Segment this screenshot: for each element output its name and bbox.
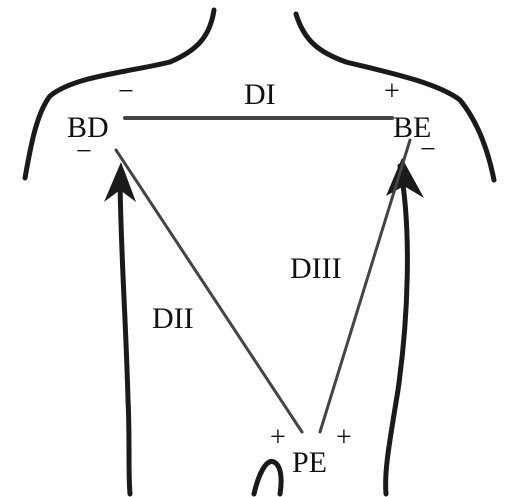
inner-arm-left <box>386 166 408 494</box>
polarity-sign-be-top: + <box>384 76 400 107</box>
polarity-sign-pe-left: + <box>270 422 286 453</box>
neck-left <box>170 10 214 62</box>
polarity-sign-pe-right: + <box>336 422 352 453</box>
polarity-sign-be-bottom: − <box>420 134 436 165</box>
lead-label-dii: DII <box>152 302 194 335</box>
hip-curve <box>254 461 281 494</box>
lead-label-di: DI <box>244 78 276 111</box>
lead-lines <box>116 118 410 432</box>
inner-arm-right <box>120 172 130 494</box>
arrowheads <box>104 158 424 202</box>
polarity-sign-bd-bottom: − <box>76 136 92 167</box>
electrode-label-pe: PE <box>292 446 327 479</box>
polarity-sign-bd-top: − <box>118 76 134 107</box>
lead-label-diii: DIII <box>290 252 342 285</box>
neck-right <box>296 14 346 62</box>
lead-2-line <box>116 150 302 432</box>
